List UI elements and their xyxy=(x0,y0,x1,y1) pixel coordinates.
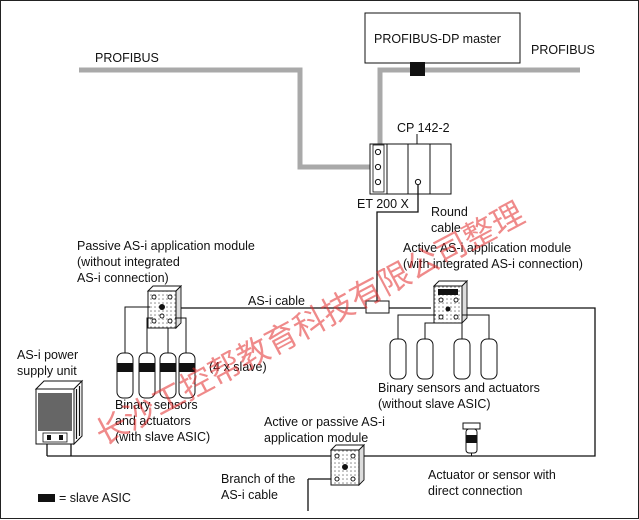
label-active-module-2: (with integrated AS-i connection) xyxy=(403,257,583,271)
label-power-supply-2: supply unit xyxy=(17,364,77,378)
profibus-dp-master xyxy=(364,12,521,76)
round-cable xyxy=(376,185,419,301)
active-or-passive-module xyxy=(329,443,366,487)
asi-cable-coupler xyxy=(365,300,390,314)
label-round-cable-1: Round xyxy=(431,205,468,219)
label-cp142: CP 142-2 xyxy=(397,121,450,135)
legend-asic-swatch xyxy=(38,494,55,502)
labels: PROFIBUS PROFIBUS PROFIBUS-DP master CP … xyxy=(17,32,595,505)
asi-power-supply-unit xyxy=(34,379,84,446)
label-actuator-direct-2: direct connection xyxy=(428,484,523,498)
profibus-cable-left xyxy=(79,67,377,170)
profibus-cable-right xyxy=(373,67,580,153)
label-passive-module-2: (without integrated xyxy=(77,255,180,269)
label-binary-asic-1: Binary sensors xyxy=(115,398,198,412)
profibus-cables xyxy=(79,67,580,170)
label-legend: = slave ASIC xyxy=(59,491,131,505)
label-binary-noasic-2: (without slave ASIC) xyxy=(378,397,491,411)
label-power-supply-1: AS-i power xyxy=(17,348,78,362)
et200x-station xyxy=(369,134,452,195)
label-actuator-direct-1: Actuator or sensor with xyxy=(428,468,556,482)
label-profibus-right: PROFIBUS xyxy=(531,43,595,57)
master-connector xyxy=(410,62,425,76)
binary-sensors-with-asic xyxy=(116,352,196,399)
label-passive-module-3: AS-i connection) xyxy=(77,271,169,285)
label-master: PROFIBUS-DP master xyxy=(374,32,501,46)
label-branch-1: Branch of the xyxy=(221,472,295,486)
label-profibus-left: PROFIBUS xyxy=(95,51,159,65)
active-application-module xyxy=(432,279,469,325)
binary-sensors-without-asic xyxy=(389,338,498,380)
label-branch-2: AS-i cable xyxy=(221,488,278,502)
passive-application-module xyxy=(146,284,183,330)
label-binary-noasic-1: Binary sensors and actuators xyxy=(378,381,540,395)
asi-cable xyxy=(46,307,596,457)
label-asi-cable: AS-i cable xyxy=(248,294,305,308)
label-round-cable-2: cable xyxy=(431,221,461,235)
label-four-slave: (4 x slave) xyxy=(209,360,267,374)
direct-connection-actuator xyxy=(462,422,481,456)
label-binary-asic-3: (with slave ASIC) xyxy=(115,430,210,444)
label-et200x: ET 200 X xyxy=(357,197,410,211)
label-active-passive-2: application module xyxy=(264,431,368,445)
label-active-module-1: Active AS-i application module xyxy=(403,241,571,255)
label-binary-asic-2: and actuators xyxy=(115,414,191,428)
label-active-passive-1: Active or passive AS-i xyxy=(264,415,385,429)
label-passive-module-1: Passive AS-i application module xyxy=(77,239,255,253)
